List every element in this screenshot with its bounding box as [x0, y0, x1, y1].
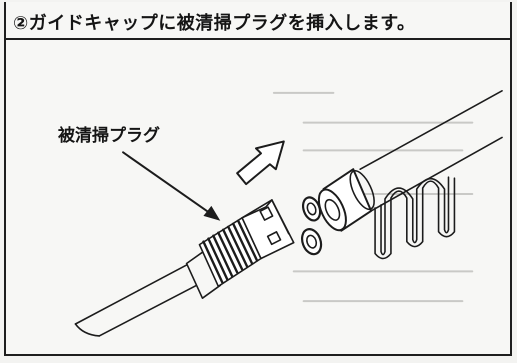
cleaner-spring-clip	[374, 176, 456, 260]
instruction-header: ②ガイドキャップに被清掃プラグを挿入します。	[6, 2, 510, 40]
instruction-panel: ②ガイドキャップに被清掃プラグを挿入します。	[4, 2, 512, 356]
guide-cap-rings	[301, 196, 323, 256]
label-pointer-arrow	[122, 151, 221, 221]
plug-grip	[198, 217, 262, 288]
guide-cap	[317, 168, 375, 232]
direction-arrow-icon	[236, 140, 285, 186]
cleaner-body	[359, 90, 503, 212]
plug-label: 被清掃プラグ	[58, 126, 160, 146]
plug-housing	[241, 199, 295, 260]
fiber-cable	[74, 262, 202, 337]
insertion-illustration	[74, 90, 503, 337]
step-instruction-text: ②ガイドキャップに被清掃プラグを挿入します。	[13, 13, 416, 34]
